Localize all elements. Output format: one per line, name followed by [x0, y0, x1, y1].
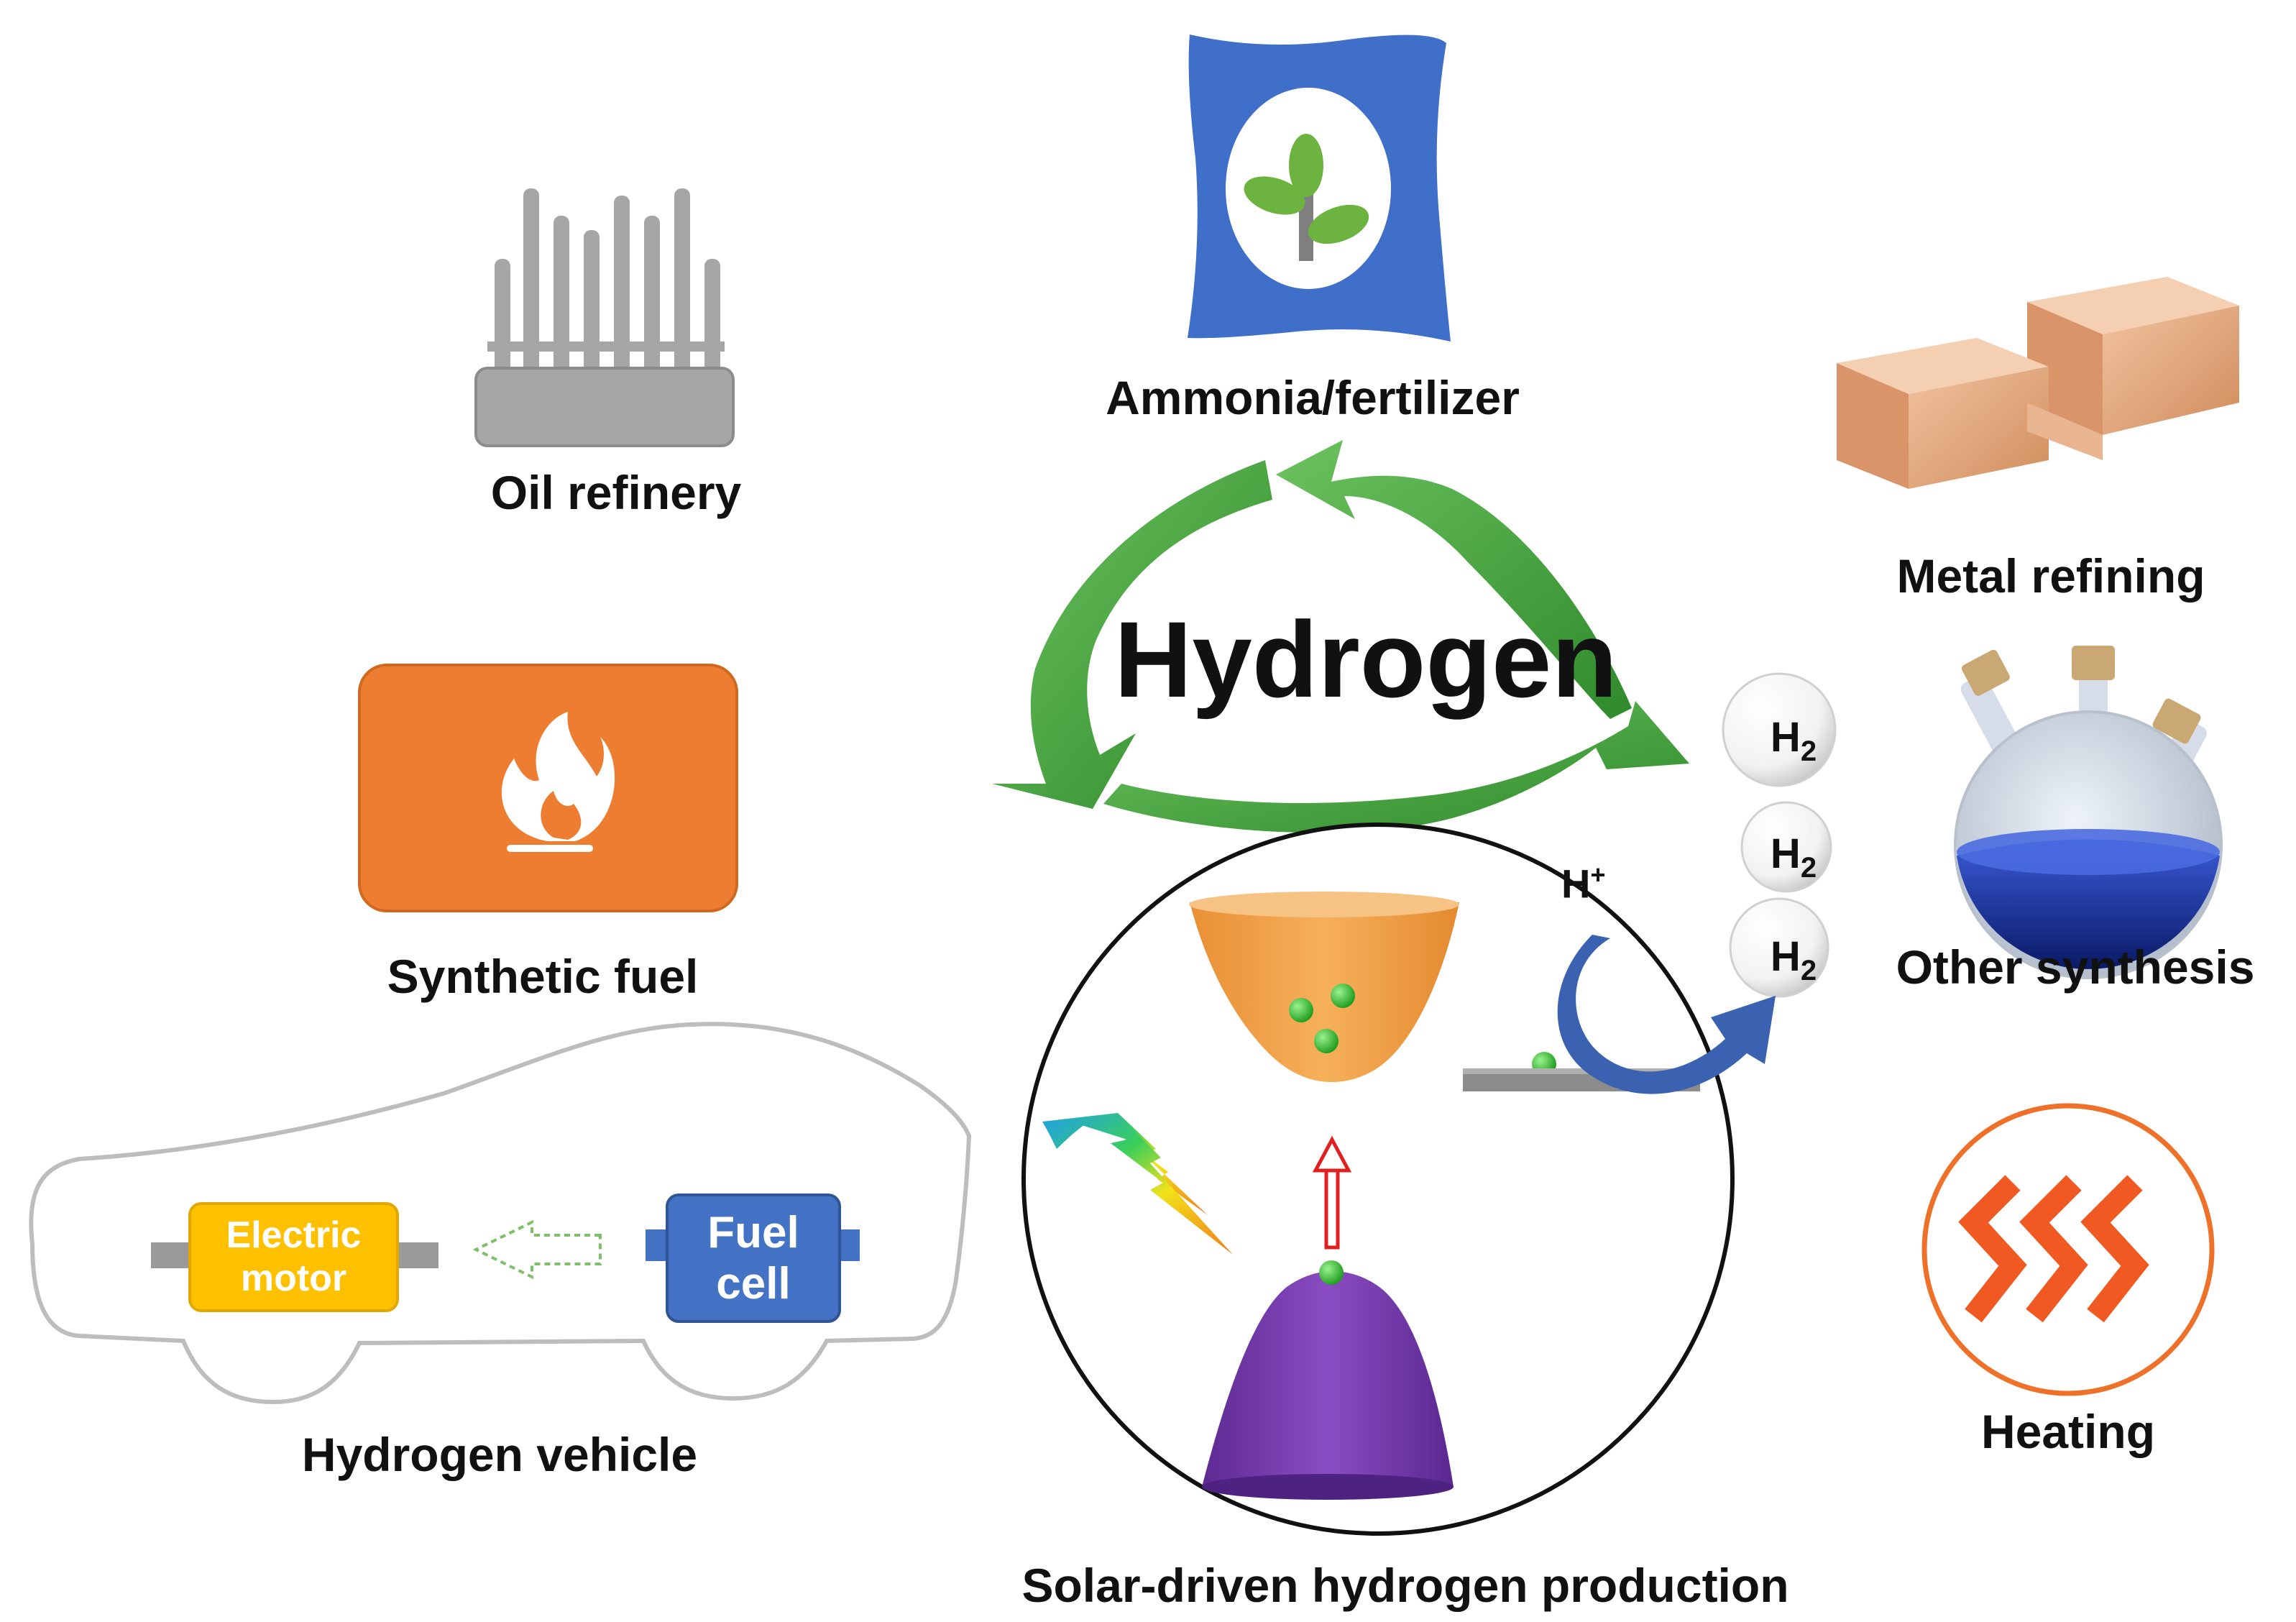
electric-motor-box: Electric motor — [188, 1202, 399, 1312]
lightning-bolt-icon — [1042, 1113, 1233, 1255]
heating-label: Heating — [1980, 1405, 2156, 1458]
valence-band — [1202, 1271, 1454, 1500]
h2-label-3: H2 — [1770, 933, 1817, 986]
excitation-arrow — [1312, 1135, 1352, 1250]
flask-icon — [1954, 646, 2223, 979]
ammonia-fertilizer-label: Ammonia/fertilizer — [1106, 371, 1520, 424]
other-synthesis-label: Other synthesis — [1896, 940, 2255, 994]
proton-transfer-arrow — [1557, 935, 1776, 1094]
vehicle-power-arrow — [472, 1219, 602, 1280]
oil-refinery-label: Oil refinery — [490, 466, 742, 519]
metal-refining-label: Metal refining — [1896, 549, 2205, 602]
heating-icon — [1921, 1103, 2215, 1396]
vehicle-outline — [29, 1022, 972, 1405]
hydrogen-vehicle-label: Hydrogen vehicle — [301, 1428, 698, 1481]
electric-motor-line2: motor — [240, 1257, 347, 1299]
conduction-band — [1189, 892, 1459, 1082]
electric-motor-line1: Electric — [226, 1214, 362, 1256]
h2-label-2: H2 — [1770, 830, 1817, 884]
fuel-cell-line1: Fuel — [707, 1207, 799, 1257]
hydrogen-bubbles — [1722, 672, 1837, 998]
synthetic-fuel-icon — [358, 664, 738, 912]
metal-blocks-icon — [1837, 277, 2239, 489]
oil-refinery-icon — [474, 188, 735, 447]
hydrogen-title: Hydrogen — [1113, 599, 1618, 720]
hydrogen-cycle-arrows — [992, 440, 1689, 833]
fuel-cell-line2: cell — [716, 1259, 791, 1309]
fertilizer-bag-icon — [1188, 35, 1451, 342]
production-circle — [1021, 823, 1735, 1536]
proton-label: H+ — [1561, 860, 1606, 907]
synthetic-fuel-label: Synthetic fuel — [387, 950, 699, 1003]
h2-label-1: H2 — [1770, 714, 1817, 767]
production-label: Solar-driven hydrogen production — [1021, 1559, 1789, 1612]
fuel-cell-box: Fuel cell — [666, 1193, 841, 1323]
